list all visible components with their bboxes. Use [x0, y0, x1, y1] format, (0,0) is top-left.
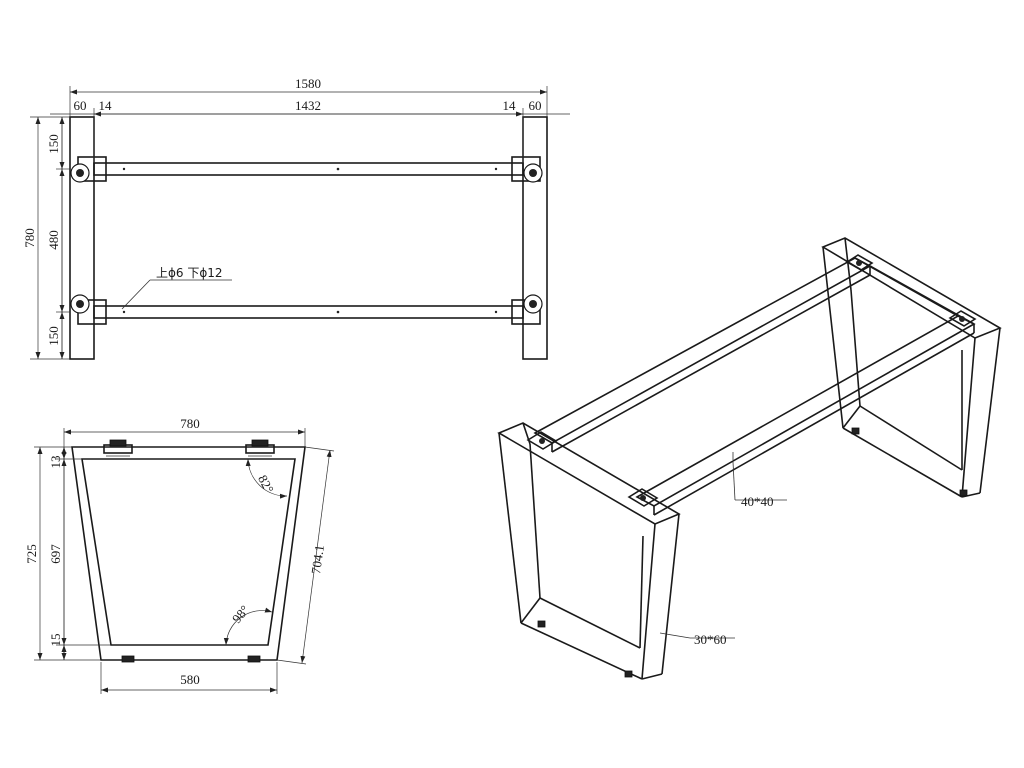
top-leg-left: [69, 116, 95, 360]
dim-overall-height: 725: [24, 544, 39, 564]
dim-overall-length: 1580: [295, 76, 321, 91]
dim-rail-spacing: 480: [46, 230, 61, 250]
iso-front-leg-frame: [497, 422, 681, 680]
dim-inner-height: 697: [48, 544, 63, 564]
isometric-view: 40*40 30*60: [497, 237, 1002, 680]
dim-edge-bottom: 150: [46, 326, 61, 346]
side-view: 780 580 725 13 697 15 704.1 82° 98°: [24, 416, 335, 694]
iso-bracket-plate-icon: [526, 431, 558, 450]
bracket-bolt-icon: [70, 156, 107, 183]
mount-bracket-icon: [103, 439, 133, 457]
iso-rail-front: [635, 315, 976, 516]
dim-bottom-width: 580: [180, 672, 200, 687]
dim-top-offset: 13: [48, 456, 63, 469]
dim-bottom-offset: 15: [48, 634, 63, 647]
dim-inner-length: 1432: [295, 98, 321, 113]
bracket-bolt-icon: [511, 156, 543, 183]
mount-bracket-icon: [245, 439, 275, 457]
bracket-bolt-icon: [511, 294, 543, 325]
dim-gap-left: 14: [99, 98, 113, 113]
iso-bracket-plate-icon: [948, 310, 977, 327]
dim-overall-depth: 780: [22, 228, 37, 248]
hole-note: 上ϕ6 下ϕ12: [156, 266, 223, 280]
angle-bottom: 98°: [229, 602, 252, 626]
dim-slant-length: 704.1: [308, 544, 327, 575]
label-leg-size: 30*60: [694, 632, 727, 647]
bracket-bolt-icon: [70, 294, 107, 325]
iso-back-leg-frame: [821, 237, 1002, 498]
dim-gap-right: 14: [503, 98, 517, 113]
top-view: 1580 60 14 1432 14 60 780 150 480 150 上ϕ…: [22, 76, 570, 360]
dim-leg-width-right: 60: [529, 98, 542, 113]
dim-top-width: 780: [180, 416, 200, 431]
side-frame-inner: [81, 458, 296, 646]
angle-top: 82°: [255, 472, 277, 495]
dim-leg-width-left: 60: [74, 98, 87, 113]
foot-pad-icon: [121, 655, 135, 663]
top-rail-lower: [93, 305, 524, 319]
label-rail-size: 40*40: [741, 494, 774, 509]
foot-pad-icon: [247, 655, 261, 663]
dim-edge-top: 150: [46, 134, 61, 154]
iso-bracket-plate-icon: [627, 488, 659, 507]
top-rail-upper: [93, 162, 524, 176]
top-leg-right: [522, 116, 548, 360]
iso-rail-back: [533, 257, 872, 453]
iso-bracket-plate-icon: [845, 254, 874, 271]
